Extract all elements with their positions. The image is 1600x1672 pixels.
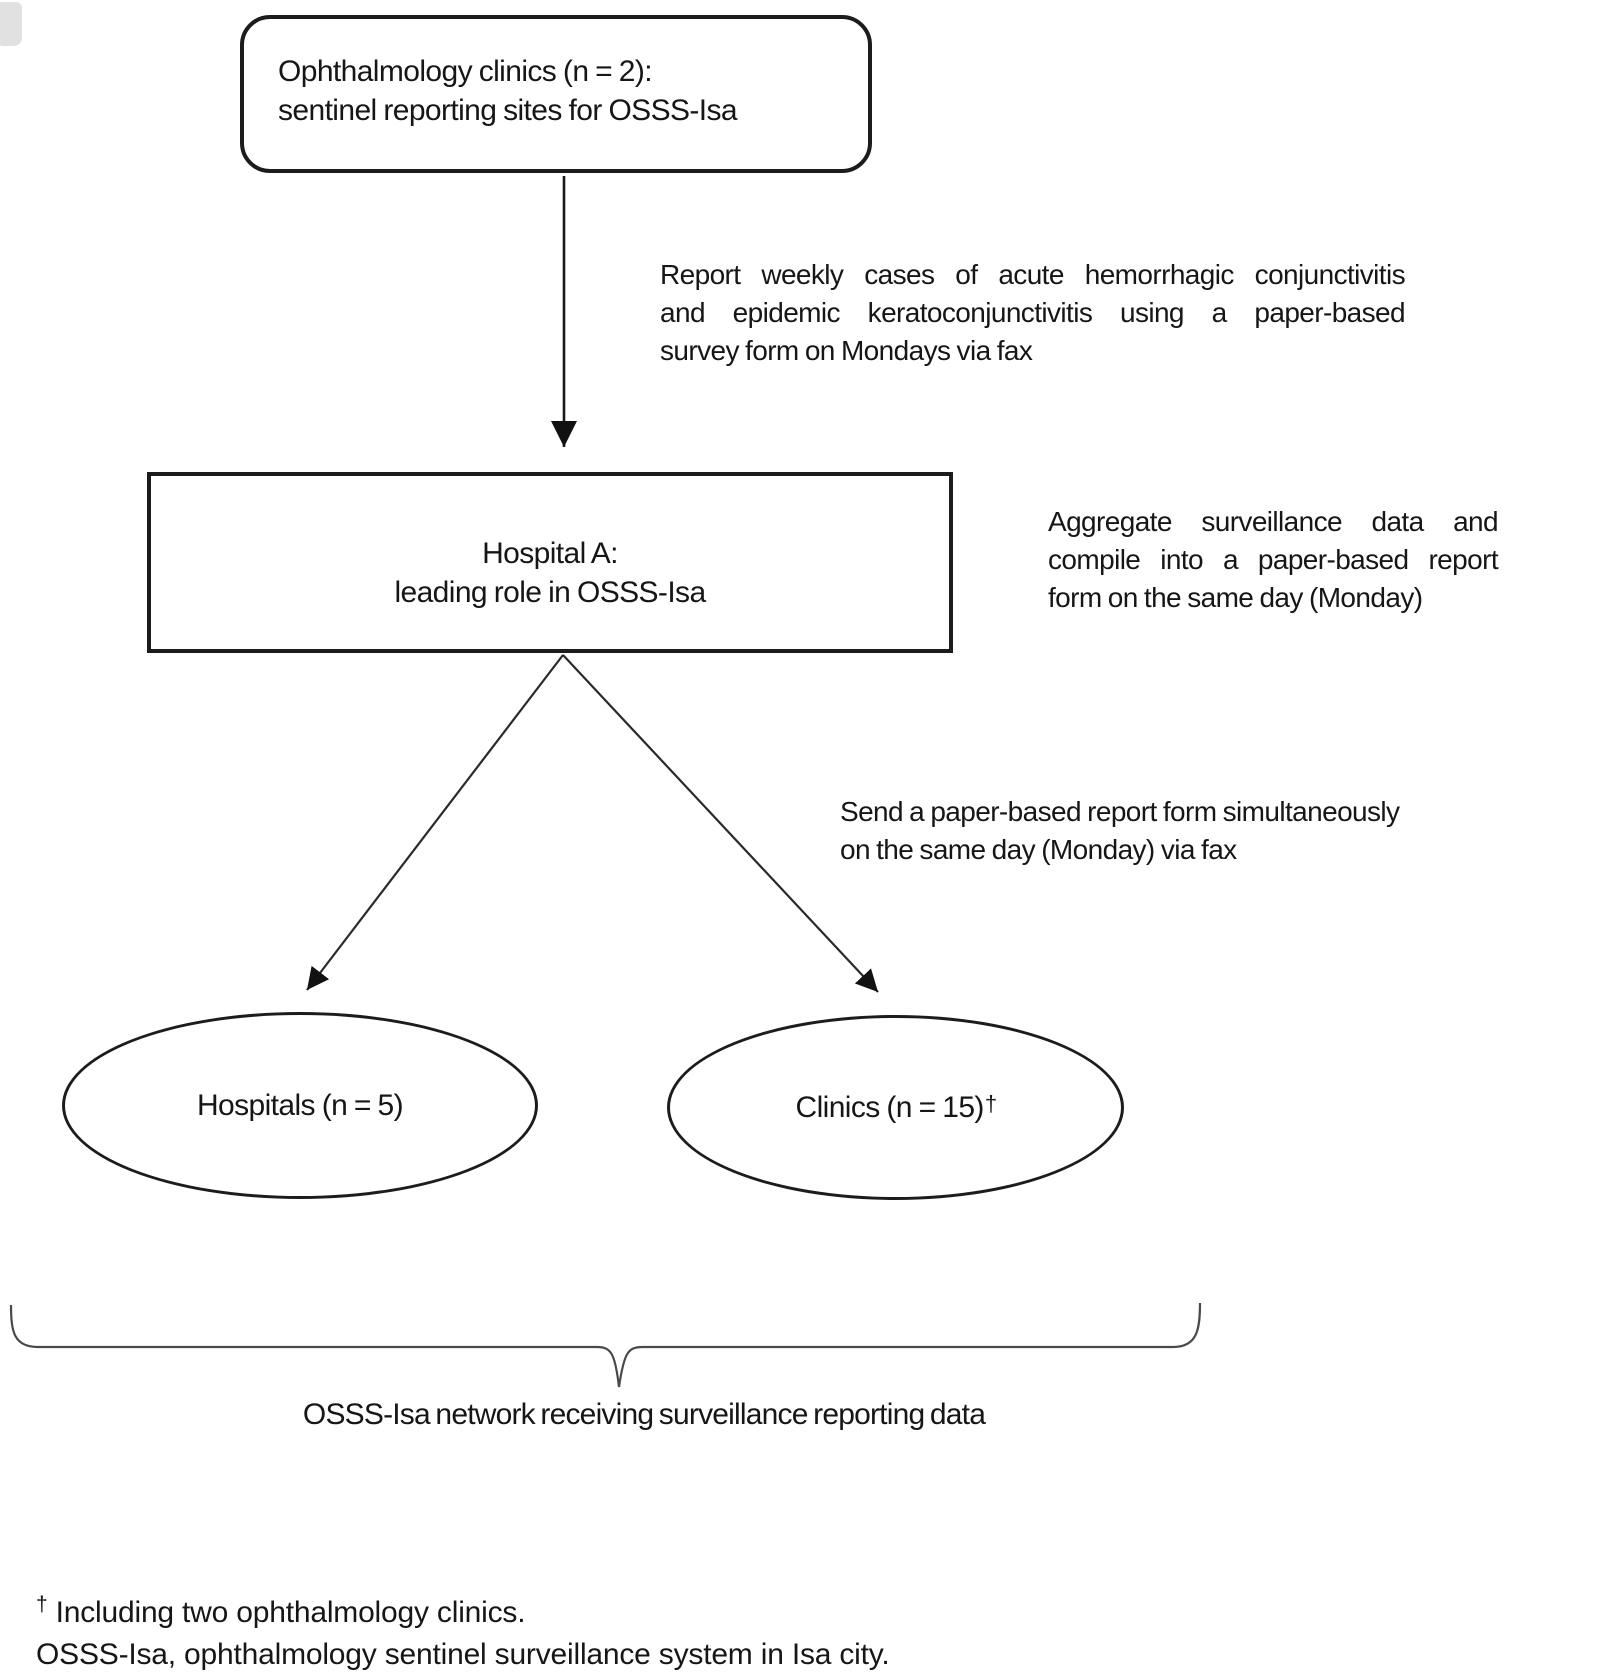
- note-aggregate-data-line2: compile into a paper-based report: [1048, 544, 1499, 575]
- note-report-weekly: Report weekly cases of acute hemorrhagic…: [660, 256, 1406, 370]
- node-clinics-label: Clinics (n = 15): [795, 1090, 985, 1124]
- note-send-report-line2: on the same day (Monday) via fax: [840, 834, 1237, 865]
- node-hospital-a: Hospital A: leading role in OSSS-Isa: [147, 472, 953, 653]
- node-hospitals-label: Hospitals (n = 5): [196, 1088, 404, 1122]
- note-aggregate-data: Aggregate surveillance data and compile …: [1048, 503, 1499, 617]
- note-send-report: Send a paper-based report form simultane…: [840, 793, 1480, 869]
- note-aggregate-data-line3: form on the same day (Monday): [1048, 582, 1423, 613]
- arrow-hospital-a-to-clinics: [562, 654, 879, 993]
- footnotes: † Including two ophthalmology clinics. O…: [36, 1584, 890, 1672]
- node-clinics: Clinics (n = 15)†: [667, 1015, 1124, 1200]
- node-hospital-a-line1: Hospital A:: [482, 536, 618, 570]
- note-aggregate-data-line1: Aggregate surveillance data and: [1048, 506, 1499, 537]
- node-ophthalmology-clinics: Ophthalmology clinics (n = 2): sentinel …: [240, 15, 872, 173]
- footnote-dagger-text: Including two ophthalmology clinics.: [47, 1596, 526, 1629]
- node-ophthalmology-clinics-line1: Ophthalmology clinics (n = 2):: [278, 55, 653, 88]
- network-brace: [9, 1302, 1202, 1388]
- footnote-dagger-line: † Including two ophthalmology clinics.: [36, 1584, 890, 1634]
- arrow-hospital-a-to-hospitals: [306, 654, 564, 991]
- note-report-weekly-line2: and epidemic keratoconjunctivitis using …: [660, 297, 1406, 328]
- footnote-dagger-symbol: †: [36, 1593, 48, 1616]
- corner-artifact: [0, 2, 22, 46]
- footnote-abbreviation: OSSS-Isa, ophthalmology sentinel surveil…: [36, 1638, 890, 1671]
- node-hospitals: Hospitals (n = 5): [62, 1012, 538, 1199]
- node-hospital-a-line2: leading role in OSSS-Isa: [394, 575, 706, 609]
- note-report-weekly-line3: survey form on Mondays via fax: [660, 335, 1033, 366]
- brace-label: OSSS-Isa network receiving surveillance …: [302, 1398, 986, 1431]
- node-clinics-dagger: †: [984, 1090, 997, 1116]
- note-report-weekly-line1: Report weekly cases of acute hemorrhagic…: [660, 259, 1406, 290]
- note-send-report-line1: Send a paper-based report form simultane…: [840, 796, 1400, 827]
- node-ophthalmology-clinics-line2: sentinel reporting sites for OSSS-Isa: [278, 94, 738, 127]
